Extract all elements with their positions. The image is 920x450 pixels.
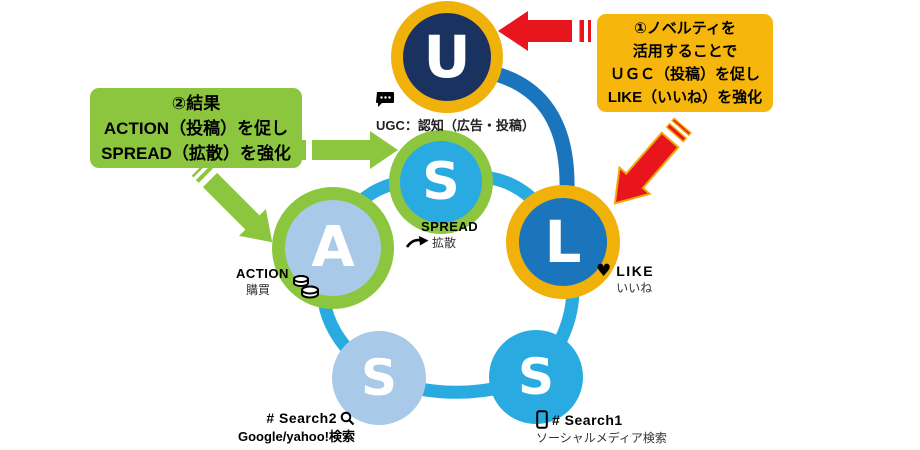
action-label-jp: 購買 xyxy=(246,283,271,297)
search2-label: # Search2 Google/yahoo!検索 xyxy=(238,410,355,445)
green-arrow-to-action xyxy=(191,161,273,243)
like-label: ♥ LIKE いいね xyxy=(596,263,654,296)
callout-result-line1: ②結果 xyxy=(171,93,221,113)
ugc-label-text: UGC：認知（広告・投稿） xyxy=(376,118,535,133)
callout-novelty-line3: ＵＧＣ（投稿）を促し xyxy=(609,66,760,83)
search2-label-jp: Google/yahoo!検索 xyxy=(238,429,356,444)
spread-label-jp: 拡散 xyxy=(432,236,457,250)
spread-label-en: SPREAD xyxy=(421,219,479,234)
like-label-en: LIKE xyxy=(616,263,655,279)
node-ugc-letter: U xyxy=(423,23,471,91)
callout-novelty: ①ノベルティを 活用することで ＵＧＣ（投稿）を促し LIKE（いいね）を強化 xyxy=(597,14,773,112)
like-label-jp: いいね xyxy=(616,281,653,295)
magnifier-icon xyxy=(340,411,355,426)
red-arrow-to-l xyxy=(613,117,692,205)
node-search1-letter: S xyxy=(517,348,554,406)
coins-icon xyxy=(291,273,321,301)
node-search2-letter: S xyxy=(360,349,397,407)
spread-label: SPREAD 拡散 xyxy=(405,219,479,251)
green-arrow-to-spread xyxy=(296,131,398,169)
callout-result: ②結果 ACTION（投稿）を促し SPREAD（拡散）を強化 xyxy=(90,88,302,168)
red-arrow-to-u xyxy=(498,11,591,51)
callout-novelty-line1: ①ノベルティを xyxy=(634,20,736,37)
node-spread-letter: S xyxy=(422,152,460,212)
node-like-letter: L xyxy=(544,208,582,276)
search2-label-en: # Search2 xyxy=(266,410,338,426)
callout-novelty-line4: LIKE（いいね）を強化 xyxy=(607,89,763,106)
heart-icon: ♥ xyxy=(596,261,612,281)
ugc-label: UGC：認知（広告・投稿） xyxy=(376,91,535,134)
search1-label-jp: ソーシャルメディア検索 xyxy=(536,431,667,445)
swoosh-arrow-icon xyxy=(405,236,429,249)
speech-bubble-icon xyxy=(376,91,395,108)
action-label-en: ACTION xyxy=(236,266,289,281)
callout-result-line2: ACTION（投稿）を促し xyxy=(103,118,289,138)
search1-label-en: # Search1 xyxy=(552,411,623,428)
search1-label: # Search1 ソーシャルメディア検索 xyxy=(536,410,667,446)
action-label: ACTION 購買 xyxy=(236,266,321,301)
callout-result-line3: SPREAD（拡散）を強化 xyxy=(101,143,291,163)
callout-novelty-line2: 活用することで xyxy=(632,43,738,60)
smartphone-icon xyxy=(536,410,548,429)
